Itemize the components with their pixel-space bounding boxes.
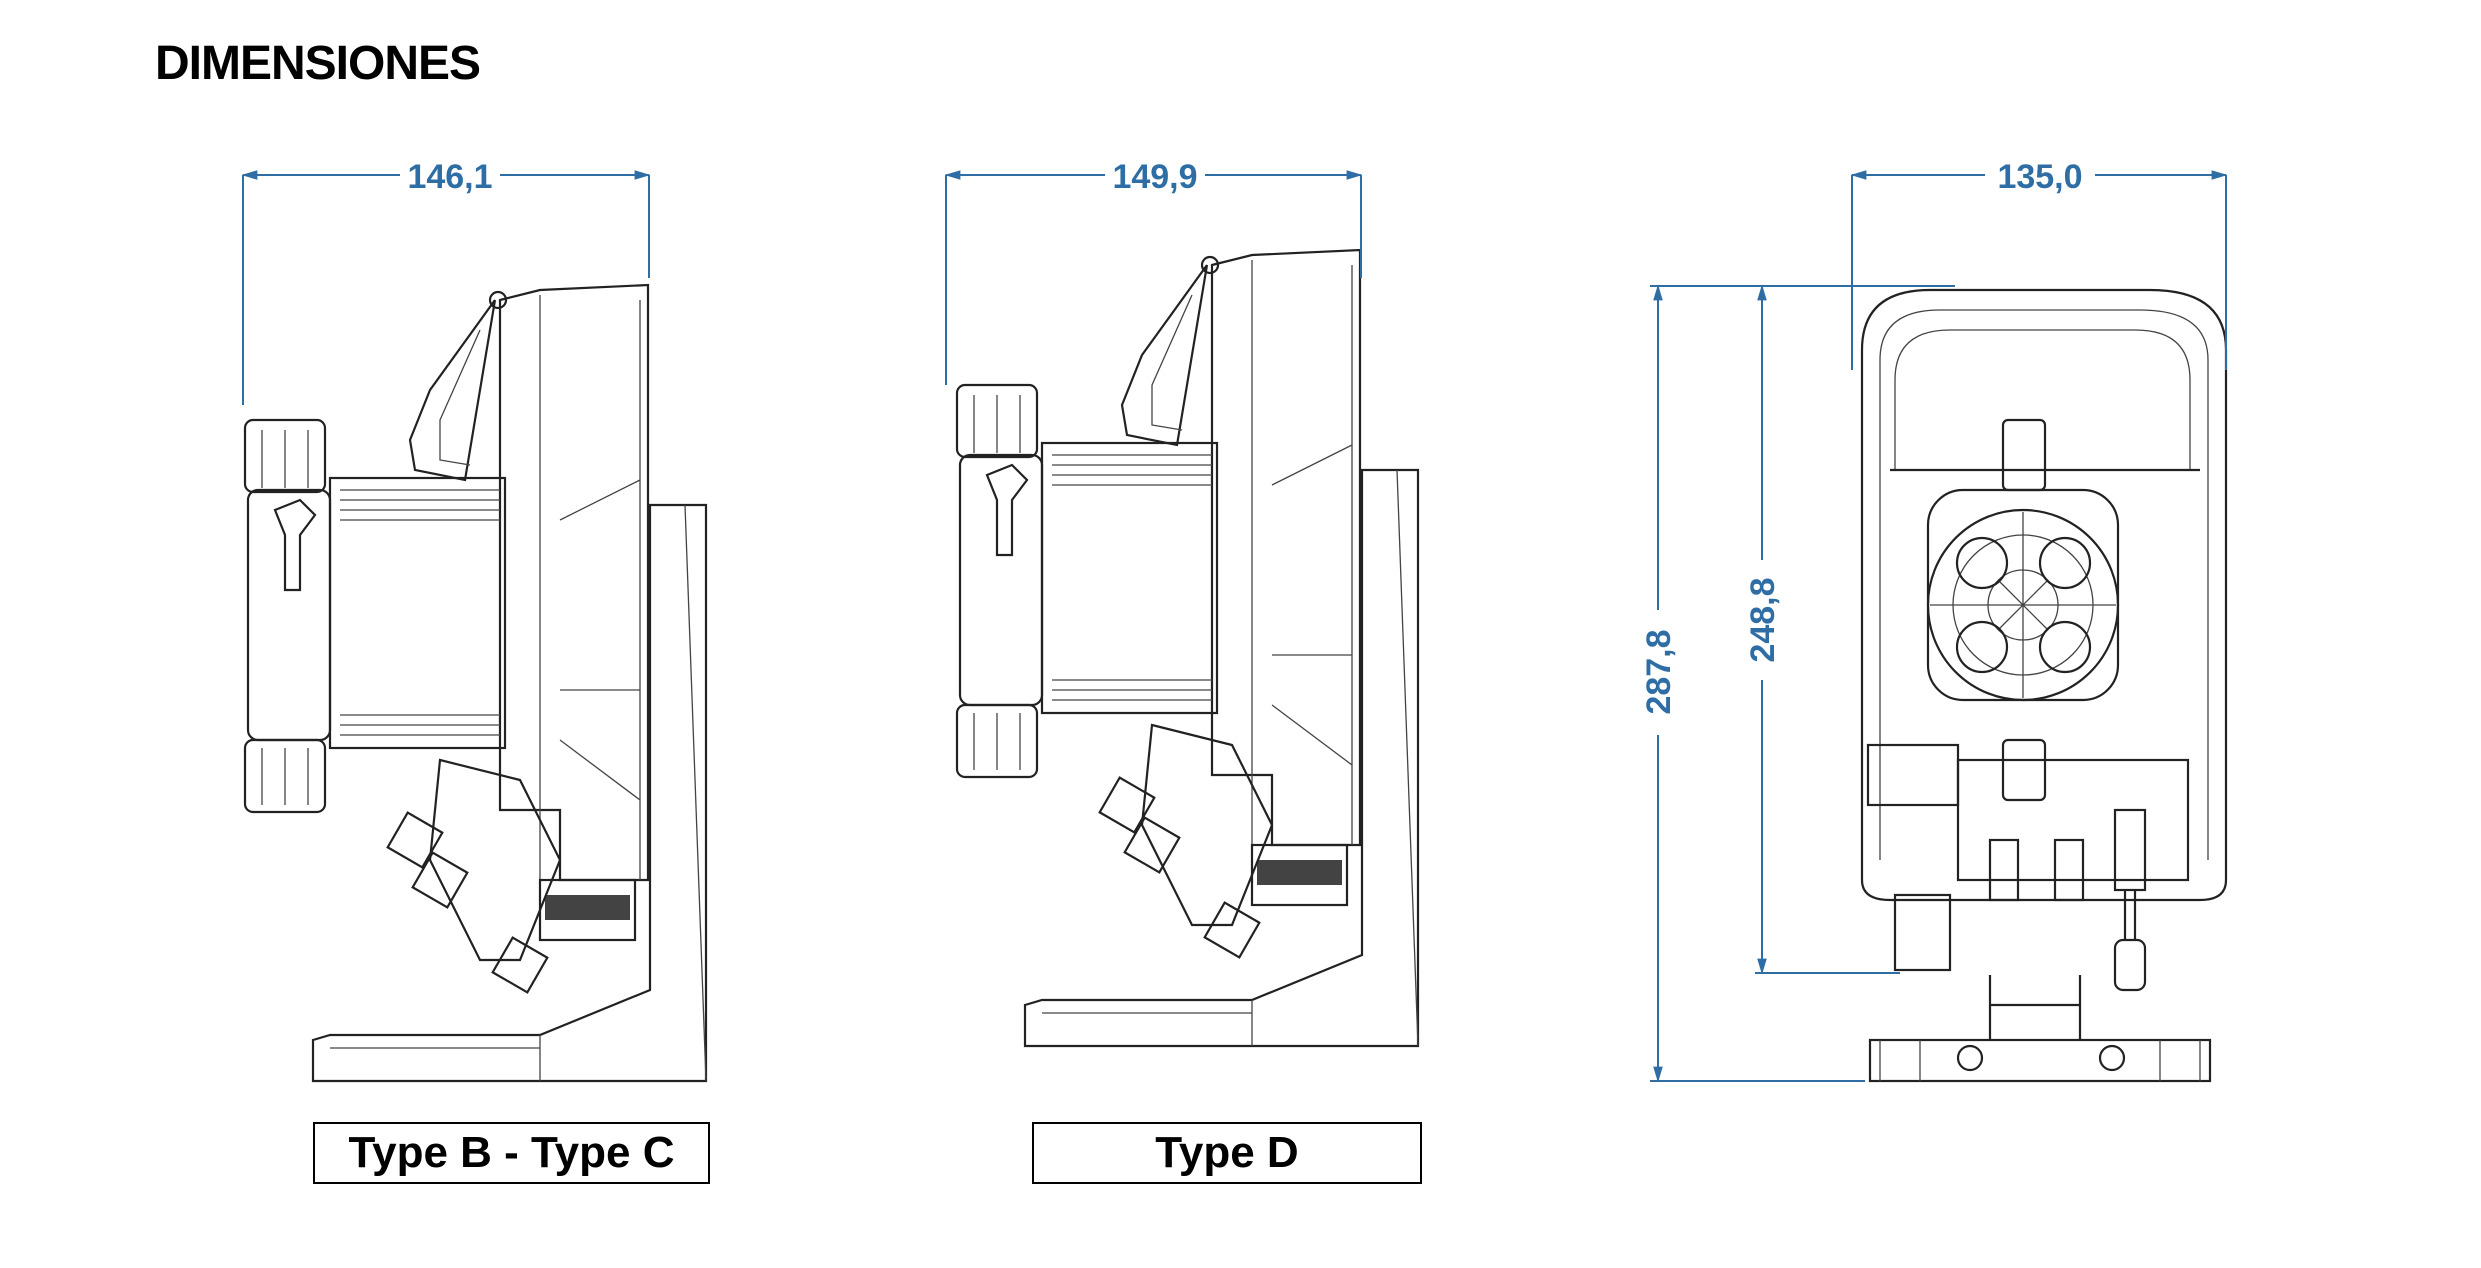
side-view-type-bc <box>243 283 708 1083</box>
dimension-front-width: 135,0 <box>1850 158 2228 370</box>
front-view <box>1860 288 2228 1083</box>
dimension-label: 135,0 <box>1997 158 2082 196</box>
dimension-front-total-height: 287,8 <box>1640 284 1955 1083</box>
type-bc-label: Type B - Type C <box>313 1122 710 1184</box>
dimension-side-d-width: 149,9 <box>944 158 1363 385</box>
dimension-label: 146,1 <box>407 158 492 196</box>
type-d-label: Type D <box>1032 1122 1422 1184</box>
dimension-label: 287,8 <box>1640 629 1678 714</box>
page-title: DIMENSIONES <box>155 37 481 90</box>
dimension-label: 149,9 <box>1112 158 1197 196</box>
side-view-type-d <box>955 248 1420 1048</box>
dimension-label: 248,8 <box>1744 577 1782 662</box>
dimension-side-bc-width: 146,1 <box>241 158 651 405</box>
dimension-front-body-height: 248,8 <box>1744 284 1900 975</box>
